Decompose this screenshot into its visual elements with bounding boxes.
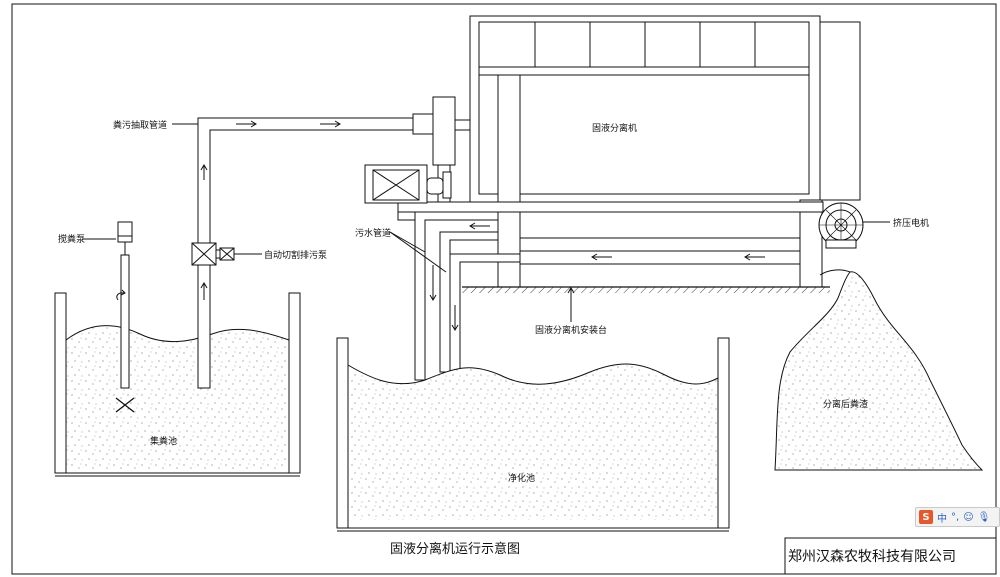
inlet-feeder xyxy=(412,96,471,203)
outer-frame xyxy=(11,3,997,575)
sewage-pipe-label: 污水管道 xyxy=(355,227,391,239)
purification-pool xyxy=(336,337,730,532)
ime-toolbar[interactable]: S 中 °, ☺ 🎙 xyxy=(915,507,1000,527)
auto-cut-pump xyxy=(191,242,262,266)
mixer-pump xyxy=(82,221,135,413)
sewage-pipe xyxy=(389,211,521,381)
install-platform-label: 固液分离机安装台 xyxy=(535,324,607,336)
punctuation-toggle[interactable]: °, xyxy=(951,511,960,523)
residue-label: 分离后粪渣 xyxy=(823,398,868,410)
language-toggle[interactable]: 中 xyxy=(937,513,947,525)
squeeze-motor xyxy=(818,202,890,249)
sogou-logo-icon[interactable]: S xyxy=(919,510,933,524)
auto-cut-pump-label: 自动切割排污泵 xyxy=(264,249,327,261)
separator-label: 固液分离机 xyxy=(592,122,637,134)
install-platform xyxy=(462,286,830,322)
separator-machine xyxy=(397,15,861,288)
diagram-title: 固液分离机运行示意图 xyxy=(390,541,520,557)
company-box xyxy=(784,537,997,575)
residue-pile xyxy=(774,269,984,471)
emoji-icon[interactable]: ☺ xyxy=(963,511,974,523)
purification-pool-label: 净化池 xyxy=(508,472,535,484)
microphone-icon[interactable]: 🎙 xyxy=(977,511,991,523)
mixer-pump-label: 搅粪泵 xyxy=(58,233,85,245)
suction-pipe-label: 粪污抽取管道 xyxy=(113,119,167,131)
collection-pool xyxy=(54,292,301,477)
squeeze-motor-label: 挤压电机 xyxy=(893,217,929,229)
drive-motor xyxy=(364,164,452,204)
collection-pool-label: 集粪池 xyxy=(150,435,177,447)
company-name: 郑州汉森农牧科技有限公司 xyxy=(788,549,956,565)
